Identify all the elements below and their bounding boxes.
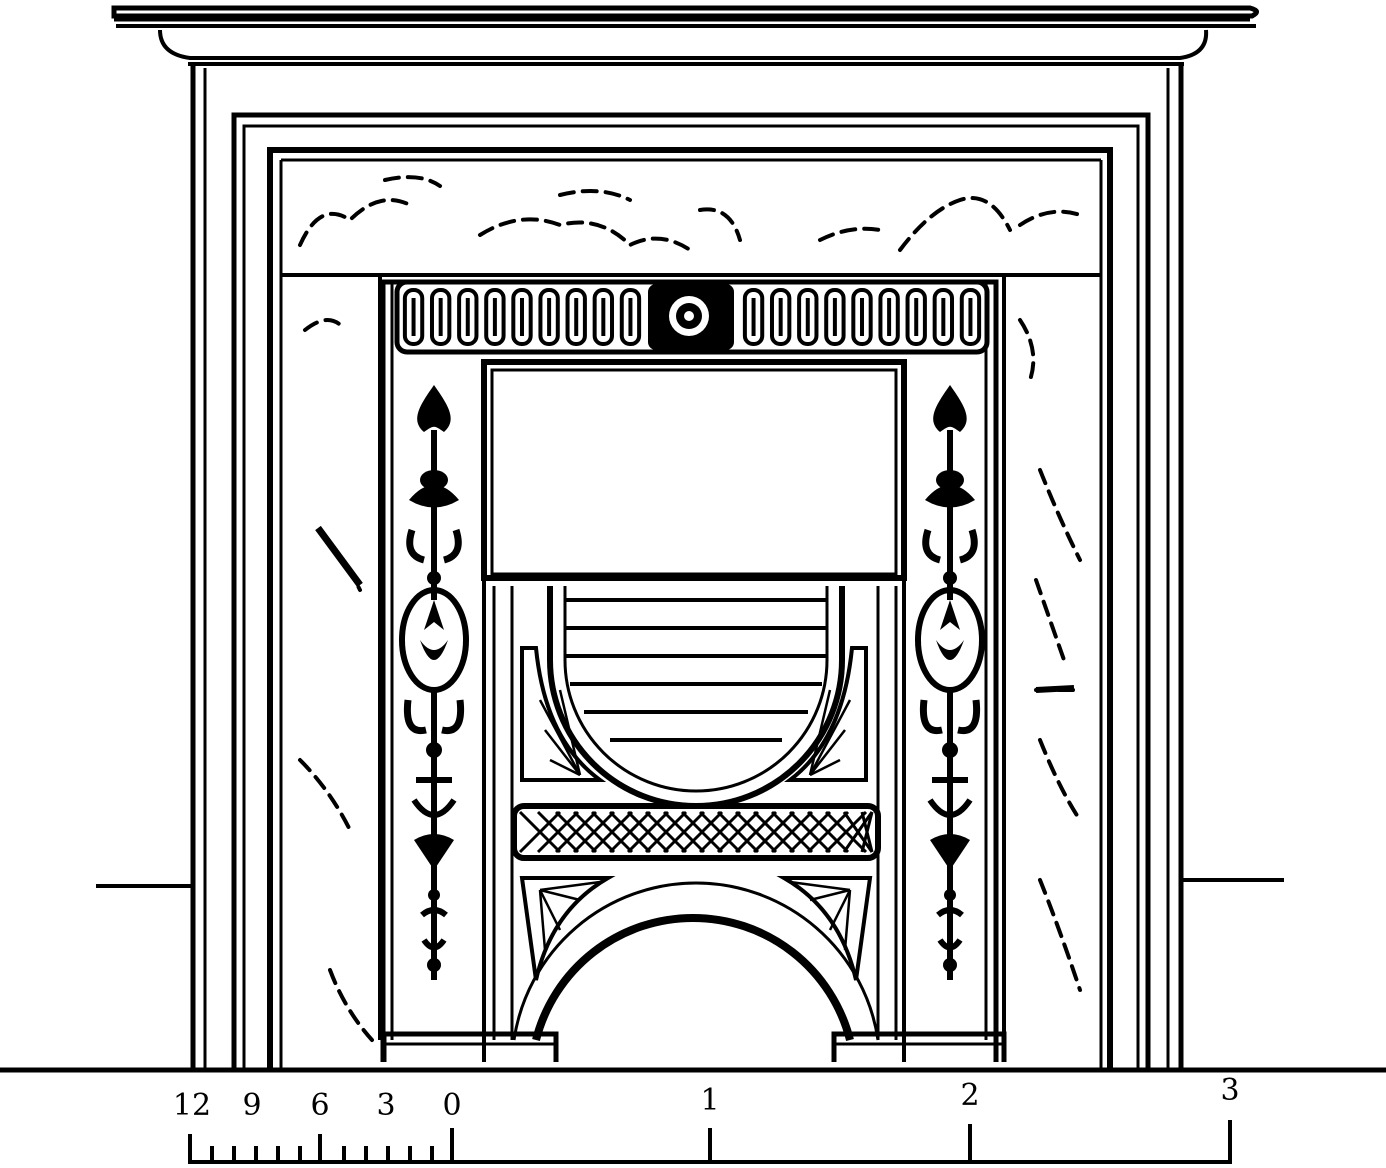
cast-iron-insert xyxy=(380,279,1007,1062)
scale-label-0: 0 xyxy=(442,1088,461,1123)
scale-label-3-feet: 3 xyxy=(1220,1073,1239,1108)
floral-ornament-left xyxy=(399,385,469,980)
grate-fret xyxy=(511,803,881,861)
marble-surround xyxy=(281,175,1101,1062)
inner-moulding xyxy=(231,112,1151,1068)
plinths xyxy=(381,1031,1007,1062)
scale-label-6: 6 xyxy=(310,1088,329,1123)
outer-frame xyxy=(96,64,1284,1068)
frieze-panel xyxy=(394,279,990,355)
scale-label-9: 9 xyxy=(242,1088,261,1123)
scale-label-1: 1 xyxy=(700,1083,719,1118)
grate-basket xyxy=(520,586,868,809)
mantel-shelf xyxy=(111,5,1259,66)
scale-label-12: 12 xyxy=(173,1088,211,1123)
scale-bar: 12 9 6 3 0 1 2 3 xyxy=(173,1073,1240,1164)
scale-label-2: 2 xyxy=(960,1078,979,1113)
scale-label-3: 3 xyxy=(376,1088,395,1123)
floral-ornament-right xyxy=(915,385,985,980)
lower-arch xyxy=(512,876,880,1041)
